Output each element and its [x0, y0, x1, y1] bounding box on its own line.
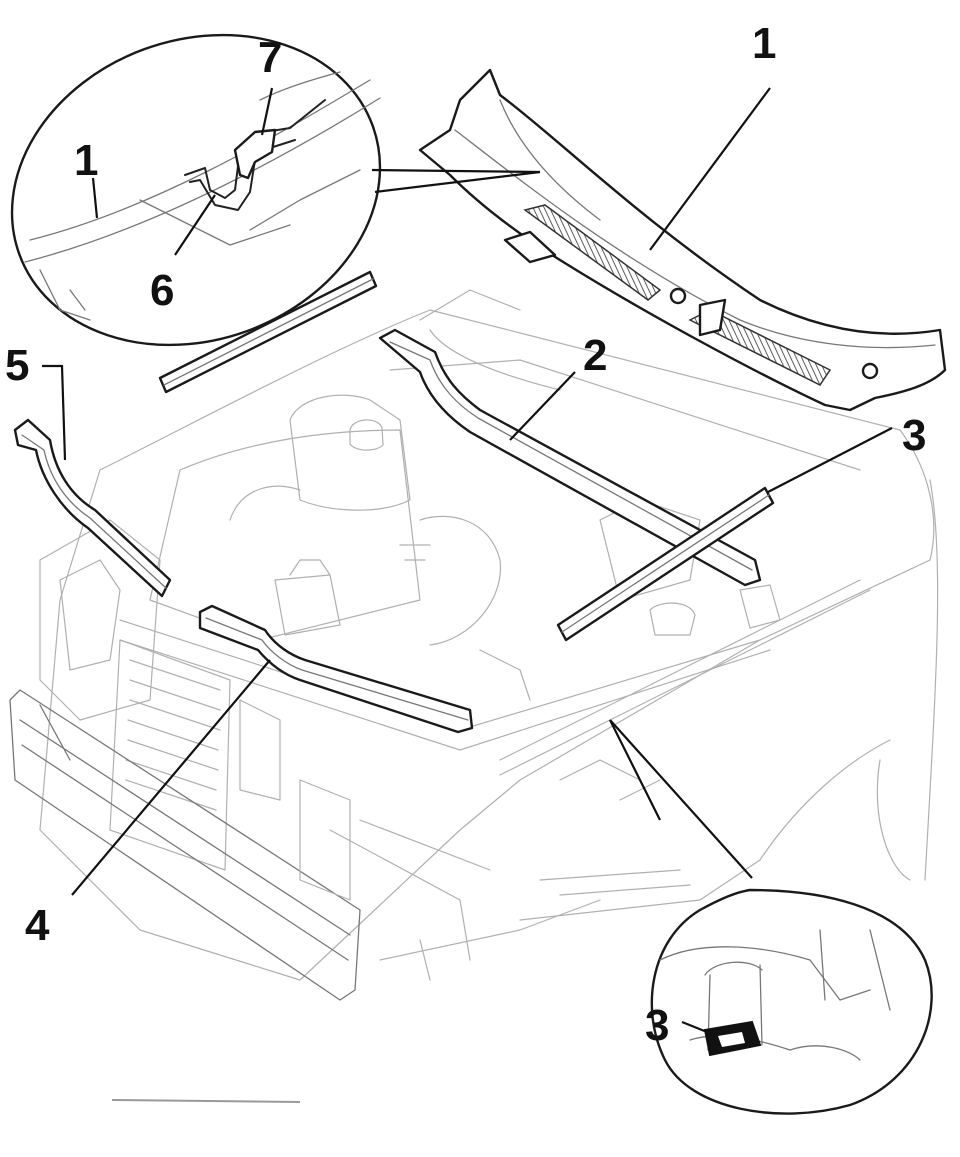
- seal-part-2: [378, 328, 762, 587]
- plenum-panel: [418, 68, 947, 412]
- callout-6: 6: [150, 266, 174, 315]
- leader-1-main: [649, 87, 771, 251]
- callout-3-main: 3: [902, 411, 926, 460]
- callout-7: 7: [258, 33, 282, 82]
- callout-2: 2: [583, 331, 607, 380]
- callout-4: 4: [25, 901, 50, 950]
- detail-inset-upper: [10, 33, 382, 347]
- seal-part-5: [13, 364, 172, 598]
- callout-5: 5: [5, 341, 29, 390]
- callout-3-inset: 3: [645, 1001, 669, 1050]
- seal-part-4: [71, 604, 474, 896]
- scale-bar: [111, 1099, 301, 1103]
- inset-connector-upper: [371, 168, 541, 194]
- detail-inset-lower: [609, 719, 933, 1115]
- callout-1-main: 1: [752, 19, 776, 68]
- callout-1-inset: 1: [74, 136, 98, 185]
- seal-part-3: [556, 427, 893, 642]
- seal-strip-loose: [158, 270, 378, 394]
